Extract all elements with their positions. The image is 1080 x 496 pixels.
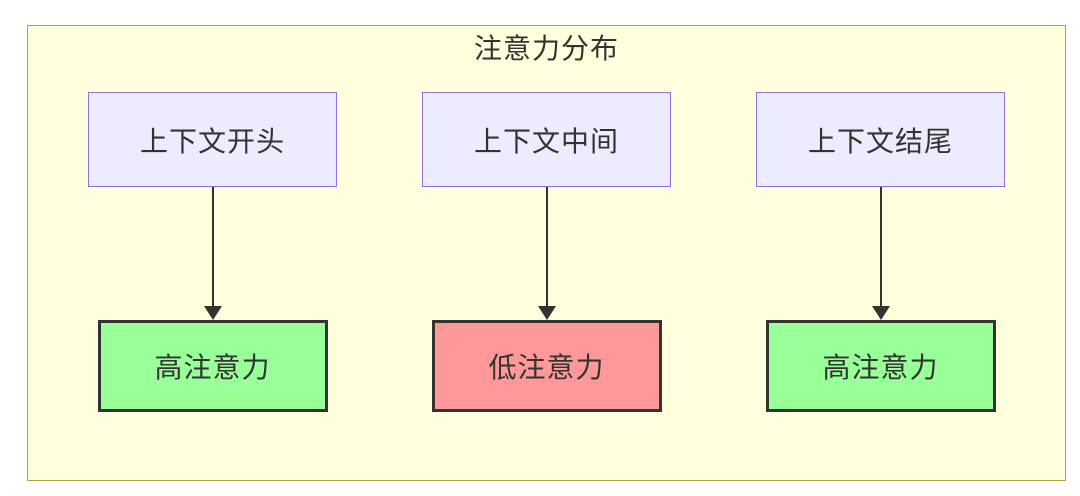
edge-line bbox=[879, 187, 882, 306]
node-context-start-label: 上下文开头 bbox=[139, 125, 285, 157]
node-context-middle-label: 上下文中间 bbox=[473, 125, 619, 157]
node-high-attention-right-label: 高注意力 bbox=[822, 352, 939, 383]
arrow-head-down-icon bbox=[537, 306, 556, 320]
node-high-attention-left: 高注意力 bbox=[97, 320, 328, 412]
edge-line bbox=[545, 187, 548, 306]
column-context-start: 上下文开头 高注意力 bbox=[88, 92, 337, 412]
node-high-attention-left-label: 高注意力 bbox=[154, 352, 271, 383]
flow-columns: 上下文开头 高注意力 上下文中间 低注意力 bbox=[28, 92, 1065, 412]
node-low-attention-middle: 低注意力 bbox=[431, 320, 662, 412]
edge-context-start-to-high bbox=[203, 187, 222, 320]
node-context-end: 上下文结尾 bbox=[756, 92, 1005, 187]
node-context-start: 上下文开头 bbox=[88, 92, 337, 187]
node-high-attention-right: 高注意力 bbox=[765, 320, 996, 412]
node-context-end-label: 上下文结尾 bbox=[807, 125, 953, 157]
column-context-middle: 上下文中间 低注意力 bbox=[422, 92, 671, 412]
arrow-head-down-icon bbox=[203, 306, 222, 320]
edge-context-middle-to-low bbox=[537, 187, 556, 320]
edge-context-end-to-high bbox=[871, 187, 890, 320]
node-low-attention-middle-label: 低注意力 bbox=[488, 352, 605, 383]
attention-distribution-cluster: 注意力分布 上下文开头 高注意力 上下文中间 bbox=[27, 25, 1066, 481]
edge-line bbox=[211, 187, 214, 306]
cluster-title: 注意力分布 bbox=[473, 33, 619, 64]
node-context-middle: 上下文中间 bbox=[422, 92, 671, 187]
arrow-head-down-icon bbox=[871, 306, 890, 320]
column-context-end: 上下文结尾 高注意力 bbox=[756, 92, 1005, 412]
